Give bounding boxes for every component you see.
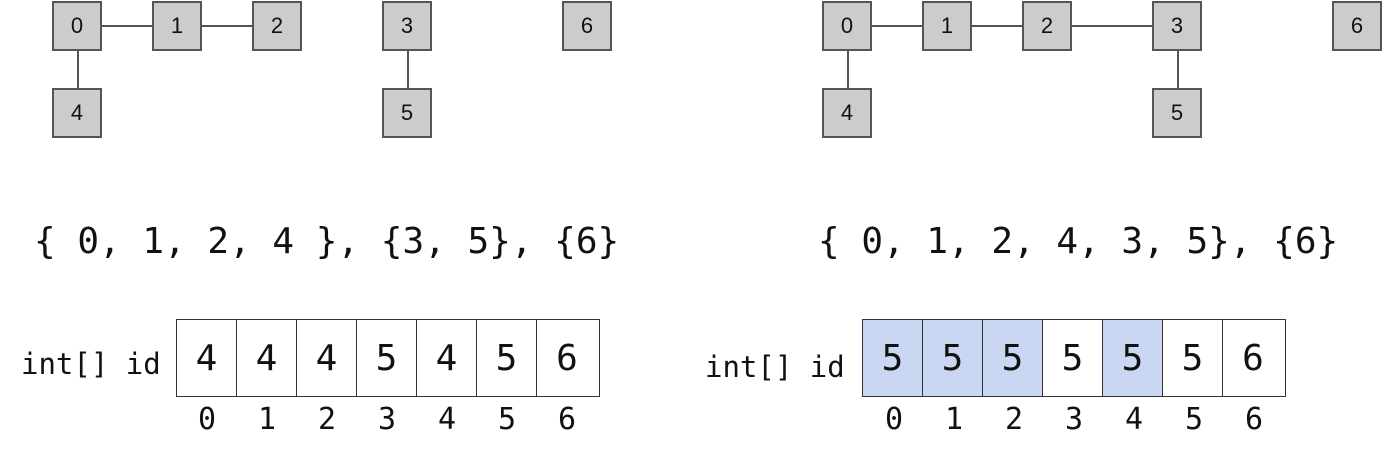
array-index-0: 0 [884, 402, 904, 437]
array-index-6: 6 [1244, 402, 1264, 437]
array-index-3: 3 [377, 402, 397, 437]
right-panel: 0 1 2 3 6 4 5 { 0, 1, 2, 4, 3, 5}, {6} i… [700, 0, 1400, 464]
graph-node-0: 0 [52, 1, 102, 51]
graph-node-1: 1 [152, 1, 202, 51]
graph-node-5: 5 [1152, 88, 1202, 138]
edge-3-5 [1177, 50, 1179, 90]
array-cell-1: 5 [923, 320, 983, 396]
edge-0-4 [77, 50, 79, 90]
array-index-3: 3 [1064, 402, 1084, 437]
array-index-1: 1 [257, 402, 277, 437]
array-index-4: 4 [1124, 402, 1144, 437]
graph-node-2: 2 [1022, 1, 1072, 51]
array-cell-6: 6 [1242, 337, 1264, 379]
array-index-1: 1 [944, 402, 964, 437]
graph-node-2: 2 [252, 1, 302, 51]
array-index-6: 6 [557, 402, 577, 437]
edge-1-2 [202, 25, 254, 27]
graph-node-4: 4 [52, 88, 102, 138]
edge-1-2 [972, 25, 1024, 27]
left-panel: 0 1 2 3 6 4 5 { 0, 1, 2, 4 }, {3, 5}, {6… [21, 1, 620, 440]
graph-node-5: 5 [382, 88, 432, 138]
array-index-5: 5 [1184, 402, 1204, 437]
graph-node-3: 3 [1152, 1, 1202, 51]
edge-0-1 [872, 25, 924, 27]
edge-3-5 [407, 50, 409, 90]
edge-2-3 [1072, 25, 1154, 27]
array-index-2: 2 [1004, 402, 1024, 437]
array-indices: 0 1 2 3 4 5 6 [864, 400, 1284, 440]
edge-0-4 [847, 50, 849, 90]
array-cell-3: 5 [1043, 320, 1103, 396]
array-index-2: 2 [317, 402, 337, 437]
connected-components-text: { 0, 1, 2, 4, 3, 5}, {6} [818, 221, 1339, 262]
array-cell-0: 4 [177, 320, 237, 396]
graph-node-3: 3 [382, 1, 432, 51]
array-label: int[] id [21, 347, 161, 381]
array-cell-4: 5 [1103, 320, 1163, 396]
array-index-0: 0 [197, 402, 217, 437]
graph-node-4: 4 [822, 88, 872, 138]
array-cell-2: 4 [297, 320, 357, 396]
array-cell-5: 5 [477, 320, 537, 396]
array-cell-4: 4 [417, 320, 477, 396]
array-cell-1: 4 [237, 320, 297, 396]
array-index-5: 5 [497, 402, 517, 437]
array-indices: 0 1 2 3 4 5 6 [177, 400, 597, 440]
array-cell-2: 5 [983, 320, 1043, 396]
graph-node-0: 0 [822, 1, 872, 51]
graph-node-6: 6 [562, 1, 612, 51]
edge-0-1 [102, 25, 154, 27]
array-cell-3: 5 [357, 320, 417, 396]
graph-node-1: 1 [922, 1, 972, 51]
array-cell-6: 6 [556, 337, 578, 379]
array-label: int[] id [705, 350, 845, 384]
graph-node-6: 6 [1332, 1, 1382, 51]
array-cell-5: 5 [1163, 320, 1223, 396]
array-cell-0: 5 [863, 320, 923, 396]
connected-components-text: { 0, 1, 2, 4 }, {3, 5}, {6} [34, 221, 620, 262]
array-index-4: 4 [437, 402, 457, 437]
